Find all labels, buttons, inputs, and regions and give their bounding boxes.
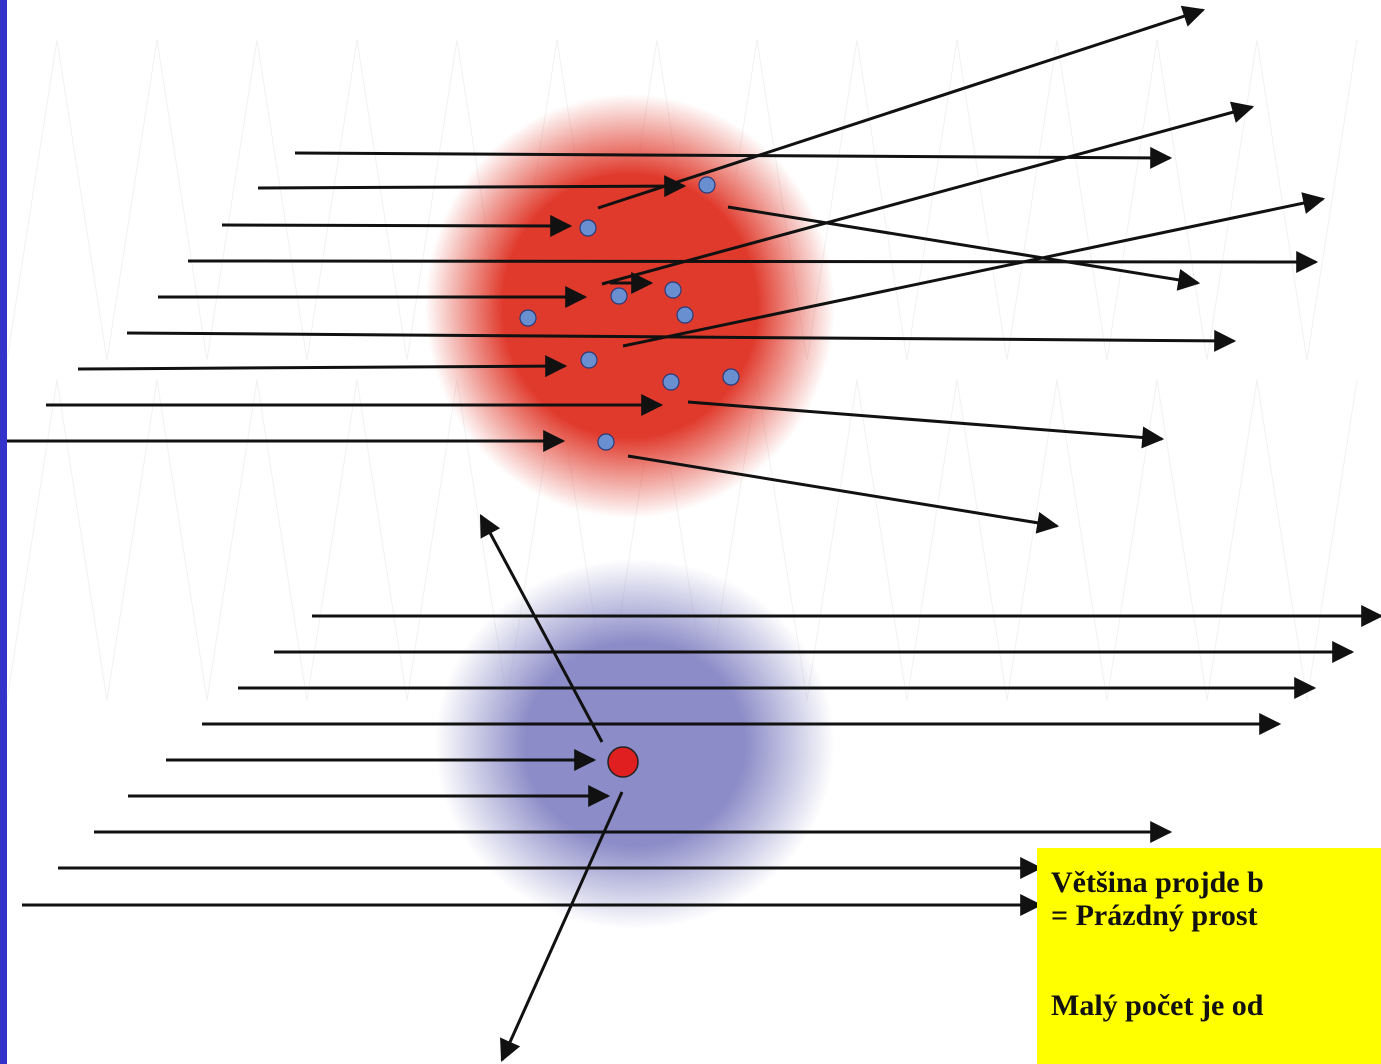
diagram-canvas: Většina projde b = Prázdný prost Malý po…	[7, 0, 1381, 1064]
alpha-ray	[500, 791, 624, 1063]
caption-line-2: = Prázdný prost	[1051, 899, 1258, 932]
alpha-ray	[479, 514, 604, 743]
electron	[664, 281, 682, 299]
electron	[597, 433, 615, 451]
incoming-ray	[187, 250, 1319, 273]
electron	[662, 373, 680, 391]
caption-line-1: Většina projde b	[1051, 866, 1264, 899]
electron	[698, 176, 716, 194]
electrons	[519, 176, 740, 451]
electron	[676, 306, 694, 324]
electron	[580, 351, 598, 369]
deflected-ray	[597, 5, 1206, 210]
electron	[610, 287, 628, 305]
electron	[519, 309, 537, 327]
incoming-ray	[77, 355, 568, 378]
nucleus	[607, 746, 639, 778]
thomson-atom-cloud	[425, 94, 835, 518]
deflected-ray	[727, 205, 1201, 291]
incoming-ray	[221, 214, 573, 237]
incoming-ray	[257, 175, 687, 198]
thomson-outgoing-rays	[597, 5, 1326, 534]
deflected-ray	[601, 101, 1255, 286]
deflected-ray	[622, 192, 1326, 348]
deflected-ray	[687, 400, 1165, 449]
incoming-ray	[294, 146, 1173, 169]
caption-line-3: Malý počet je od	[1051, 989, 1264, 1022]
deflected-ray	[627, 454, 1060, 534]
thomson-incoming-rays	[7, 146, 1319, 452]
electron	[579, 219, 597, 237]
scattering-diagram	[7, 5, 1381, 1063]
electron	[722, 368, 740, 386]
caption-box: Většina projde b = Prázdný prost Malý po…	[1037, 848, 1381, 1064]
incoming-ray	[126, 329, 1237, 352]
rutherford-rays	[22, 514, 1381, 1063]
